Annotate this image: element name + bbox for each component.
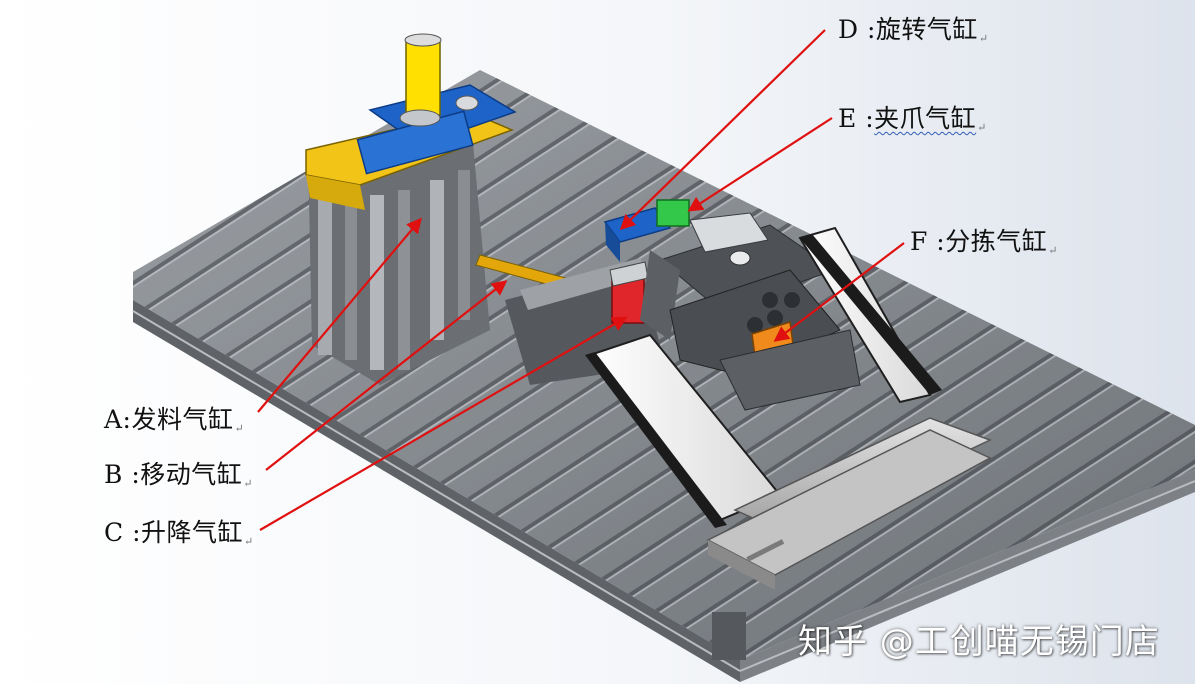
chutes (585, 226, 992, 590)
leader-line-a (257, 217, 422, 413)
label-b-text: B :移动气缸 (104, 460, 243, 489)
rotary-gripper-assembly (603, 199, 837, 340)
paragraph-mark-icon: ↵ (1048, 244, 1058, 257)
label-e-text: 夹爪气缸 (874, 104, 977, 133)
leader-line-f (773, 242, 905, 342)
paragraph-mark-icon: ↵ (243, 477, 253, 490)
leader-line-d (619, 29, 826, 231)
label-a-text: A:发料气缸 (104, 405, 234, 434)
paragraph-mark-icon: ↵ (244, 535, 254, 548)
leader-line-e (687, 117, 833, 212)
paragraph-mark-icon: ↵ (977, 121, 987, 134)
label-gripper-cylinder: E :夹爪气缸↵ (838, 99, 987, 135)
label-feeder-cylinder: A:发料气缸↵ (104, 400, 244, 436)
watermark: 知乎 @工创喵无锡门店 (798, 622, 1160, 662)
label-c-text: C :升降气缸 (104, 518, 243, 547)
feeder-tower (305, 33, 611, 385)
paragraph-mark-icon: ↵ (234, 422, 245, 435)
sorting-block (669, 269, 861, 411)
paragraph-mark-icon: ↵ (978, 32, 989, 45)
label-d-text: D :旋转气缸 (838, 15, 978, 44)
label-f-text: F :分拣气缸 (910, 227, 1048, 256)
leader-lines (257, 29, 905, 531)
label-lifting-cylinder: C :升降气缸↵ (104, 513, 254, 549)
label-sorting-cylinder: F :分拣气缸↵ (910, 222, 1058, 258)
label-moving-cylinder: B :移动气缸↵ (104, 455, 253, 491)
leader-line-c (259, 316, 628, 531)
label-rotary-cylinder: D :旋转气缸↵ (838, 10, 989, 46)
leader-line-b (265, 280, 508, 471)
label-e-prefix: E : (838, 104, 875, 133)
